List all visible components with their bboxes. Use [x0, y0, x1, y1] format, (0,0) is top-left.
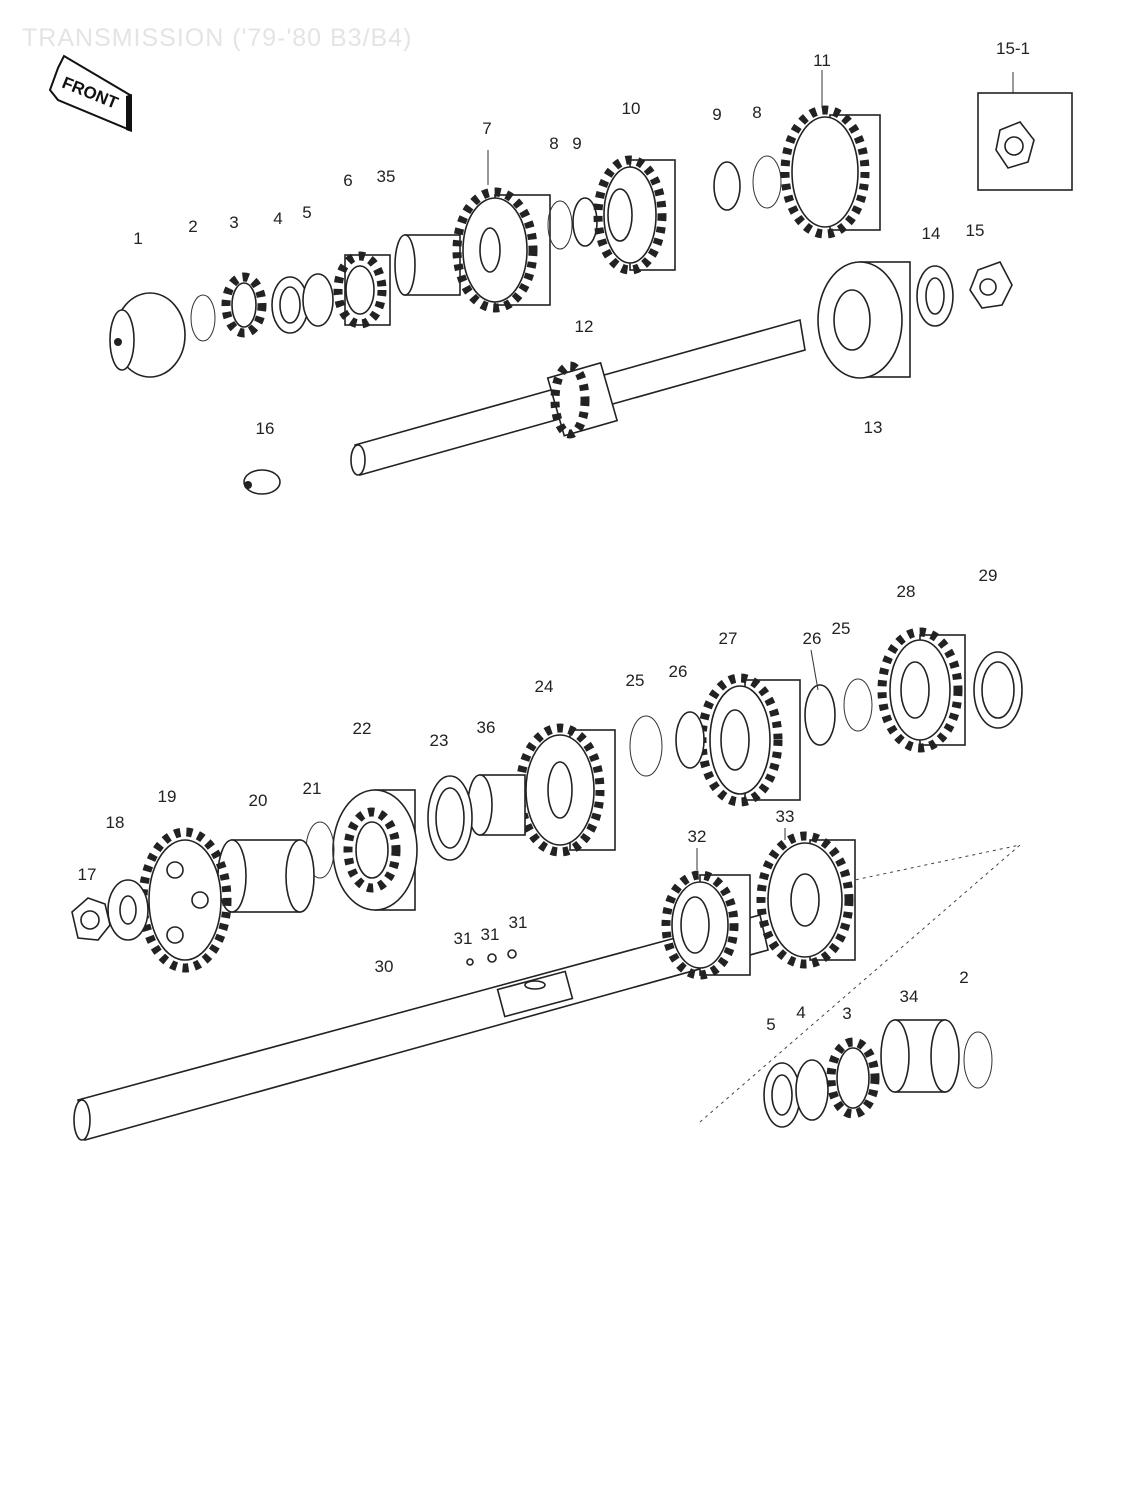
callout: 3: [842, 1004, 851, 1023]
part-4-washer-b: [795, 1059, 829, 1121]
part-17-nut: [71, 897, 111, 941]
part-19-sprocket: [138, 827, 232, 973]
callout: 15-1: [996, 39, 1030, 58]
callout: 18: [106, 813, 125, 832]
callout: 26: [669, 662, 688, 681]
part-7-gear: [452, 187, 551, 313]
part-11-gear: [780, 105, 881, 239]
callout: 2: [959, 968, 968, 987]
callout: 27: [719, 629, 738, 648]
part-16-plug: [243, 469, 281, 495]
part-8-circlip: [547, 200, 573, 250]
callout: 12: [575, 317, 594, 336]
part-14-washer: [916, 265, 954, 327]
part-2-circlip-b: [963, 1031, 993, 1089]
part-5-washer: [302, 273, 334, 327]
callout: 33: [776, 807, 795, 826]
callout: 28: [897, 582, 916, 601]
callouts-top: 1 2 3 4 5 6 35 7 8 9 10 9 8 11 15-1 14 1…: [133, 39, 1030, 438]
callout: 4: [796, 1003, 805, 1022]
part-22-ball-bearing: [332, 789, 418, 911]
callout: 26: [803, 629, 822, 648]
part-32-gear: [661, 870, 751, 980]
callout: 5: [302, 203, 311, 222]
part-8-circlip-b: [752, 155, 782, 209]
part-9-washer-b: [713, 161, 741, 211]
callout: 8: [549, 134, 558, 153]
part-13-ball-bearing: [817, 261, 911, 379]
callout: 16: [256, 419, 275, 438]
part-29-washer: [973, 651, 1023, 729]
part-35-bushing: [394, 234, 461, 296]
part-4-washer: [271, 276, 309, 334]
part-33-gear: [756, 831, 856, 969]
callout: 5: [766, 1015, 775, 1034]
callout: 1: [133, 229, 142, 248]
callout: 35: [377, 167, 396, 186]
callout: 21: [303, 779, 322, 798]
part-34-bearing-cup: [880, 1019, 960, 1093]
callout: 19: [158, 787, 177, 806]
output-shaft-assembly: [71, 627, 1023, 1142]
callout: 7: [482, 119, 491, 138]
part-12-output-shaft: [350, 318, 806, 477]
part-31-balls: [466, 949, 517, 966]
part-6-gear: [333, 251, 391, 329]
callout: 22: [353, 719, 372, 738]
part-5-washer-b: [763, 1062, 801, 1128]
callout: 31: [454, 929, 473, 948]
part-15-1-inset: [977, 72, 1073, 191]
part-20-collar: [217, 839, 315, 913]
part-25-circlip: [843, 678, 873, 732]
callout: 20: [249, 791, 268, 810]
callout: 31: [481, 925, 500, 944]
callout: 29: [979, 566, 998, 585]
callout: 23: [430, 731, 449, 750]
callout: 14: [922, 224, 941, 243]
callout: 3: [229, 213, 238, 232]
part-28-gear: [877, 627, 966, 753]
callout: 4: [273, 209, 282, 228]
part-26-washer-b: [675, 711, 705, 769]
part-10-gear: [593, 155, 676, 275]
callout: 34: [900, 987, 919, 1006]
callout: 30: [375, 957, 394, 976]
leader-lines: [487, 70, 823, 870]
part-25-circlip-b: [629, 715, 663, 777]
callout: 8: [752, 103, 761, 122]
callout: 6: [343, 171, 352, 190]
part-3-needle-bearing-b: [826, 1037, 880, 1119]
callout: 17: [78, 865, 97, 884]
callout: 36: [477, 718, 496, 737]
callout: 10: [622, 99, 641, 118]
callout: 25: [832, 619, 851, 638]
part-2-circlip: [190, 294, 216, 342]
callout: 24: [535, 677, 554, 696]
part-3-needle-bearing: [221, 272, 267, 338]
callout: 11: [813, 51, 831, 70]
part-26-washer: [804, 684, 836, 746]
callout: 2: [188, 217, 197, 236]
front-arrow-sign: FRONT: [48, 54, 132, 132]
part-18-lock-washer: [107, 879, 149, 941]
part-27-gear: [697, 673, 801, 807]
callout: 9: [712, 105, 721, 124]
callout: 9: [572, 134, 581, 153]
part-23-washer: [427, 775, 473, 861]
part-1-bearing-cup: [109, 292, 186, 378]
part-9-washer: [572, 197, 598, 247]
part-24-gear: [515, 723, 616, 857]
callout: 13: [864, 418, 883, 437]
part-36-bushing: [467, 774, 526, 836]
part-15-nut: [969, 261, 1013, 309]
callout: 25: [626, 671, 645, 690]
callout: 32: [688, 827, 707, 846]
part-30-drive-shaft: [73, 914, 769, 1142]
input-shaft-assembly: [109, 105, 1013, 495]
callouts-bottom: 29 28 27 26 25 26 25 24 36 23 22 21 20 1…: [78, 566, 998, 1034]
callout: 31: [509, 913, 528, 932]
callout: 15: [966, 221, 985, 240]
diagram-title: TRANSMISSION ('79-'80 B3/B4): [22, 24, 413, 52]
